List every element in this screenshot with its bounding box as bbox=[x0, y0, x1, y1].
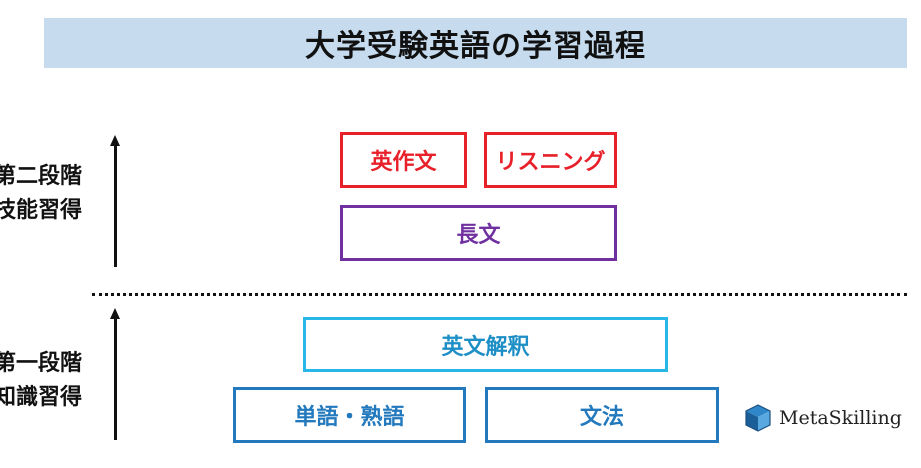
stage2-up-arrow-icon bbox=[110, 135, 120, 267]
box-chobun: 長文 bbox=[340, 205, 617, 261]
stage1-label-line2: 知識習得 bbox=[0, 385, 83, 410]
stage2-label: 第二段階 技能習得 bbox=[0, 160, 106, 228]
box-listening-label: リスニング bbox=[495, 150, 606, 175]
box-bunpo-label: 文法 bbox=[579, 405, 624, 430]
box-chobun-label: 長文 bbox=[456, 223, 501, 248]
stage1-label: 第一段階 知識習得 bbox=[0, 347, 106, 415]
box-eibun-kaishaku-label: 英文解釈 bbox=[441, 334, 530, 360]
box-tango-jukugo: 単語・熟語 bbox=[233, 387, 466, 443]
title-banner: 大学受験英語の学習過程 bbox=[44, 18, 907, 68]
stage1-label-line1: 第一段階 bbox=[0, 351, 83, 376]
stage2-label-line2: 技能習得 bbox=[0, 198, 83, 223]
box-eisakubun-label: 英作文 bbox=[370, 150, 437, 175]
logo-text: MetaSkilling bbox=[779, 407, 902, 429]
cube-logo-icon bbox=[745, 404, 771, 432]
page-title: 大学受験英語の学習過程 bbox=[305, 29, 646, 64]
stage1-up-arrow-icon bbox=[110, 308, 120, 440]
box-eisakubun: 英作文 bbox=[340, 132, 467, 188]
box-eibun-kaishaku: 英文解釈 bbox=[303, 317, 668, 372]
box-tango-jukugo-label: 単語・熟語 bbox=[294, 405, 405, 430]
stage-divider bbox=[92, 293, 907, 296]
box-bunpo: 文法 bbox=[485, 387, 719, 443]
metaskilling-logo: MetaSkilling bbox=[744, 402, 902, 434]
box-listening: リスニング bbox=[484, 132, 617, 188]
stage2-label-line1: 第二段階 bbox=[0, 164, 83, 189]
